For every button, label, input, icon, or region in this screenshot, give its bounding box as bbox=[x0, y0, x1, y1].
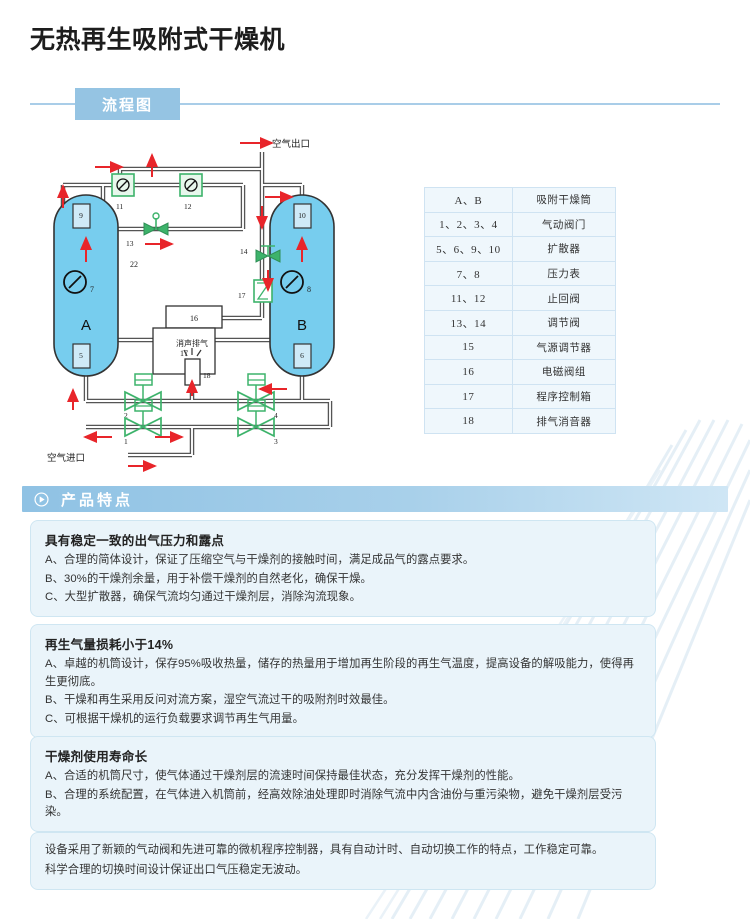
feature-line: A、合理的简体设计，保证了压缩空气与干燥剂的接触时间，满足成品气的露点要求。 bbox=[45, 554, 475, 566]
legend-name: 气源调节器 bbox=[511, 334, 617, 361]
legend-code: 5、6、9、10 bbox=[424, 236, 513, 262]
svg-text:2: 2 bbox=[124, 411, 128, 420]
legend-name: 吸附干燥筒 bbox=[511, 187, 617, 213]
label-air-outlet: 空气出口 bbox=[272, 138, 310, 150]
page-title: 无热再生吸附式干燥机 bbox=[30, 26, 286, 54]
exhaust-silencer-18: 18 bbox=[183, 348, 211, 396]
feature-line: C、可根据干燥机的运行负载要求调节再生气用量。 bbox=[45, 712, 304, 725]
feature-section-title: 产品特点 bbox=[61, 491, 134, 509]
legend-name: 气动阀门 bbox=[511, 211, 617, 238]
svg-text:A: A bbox=[81, 317, 91, 334]
feature-block: 具有稳定一致的出气压力和露点 A、合理的简体设计，保证了压缩空气与干燥剂的接触时… bbox=[30, 520, 656, 617]
legend-name: 扩散器 bbox=[511, 236, 617, 262]
flow-diagram: 9 5 7 A 10 6 8 B 11 bbox=[47, 137, 335, 472]
svg-text:10: 10 bbox=[298, 211, 306, 220]
feature-line: B、合理的系统配置，在气体进入机筒前，经高效除油处理即时消除气流中内含油份与重污… bbox=[45, 788, 623, 819]
svg-text:5: 5 bbox=[79, 351, 83, 360]
legend-name: 压力表 bbox=[511, 260, 617, 287]
feature-block: 再生气量损耗小于14% A、卓越的机筒设计，保存95%吸收热量，储存的热量用于增… bbox=[30, 624, 656, 738]
svg-text:1: 1 bbox=[124, 437, 128, 446]
svg-text:4: 4 bbox=[274, 411, 278, 420]
svg-text:B: B bbox=[297, 317, 307, 334]
legend-code: 16 bbox=[424, 359, 513, 385]
feature-section-heading: 产品特点 bbox=[22, 486, 728, 512]
label-silencer-exhaust: 消声排气 bbox=[176, 338, 208, 348]
svg-text:8: 8 bbox=[307, 285, 311, 294]
summary-block: 设备采用了新颖的气动阀和先进可靠的微机程序控制器，具有自动计时、自动切换工作的特… bbox=[30, 832, 656, 890]
legend-name: 调节阀 bbox=[511, 309, 617, 336]
svg-text:6: 6 bbox=[300, 351, 304, 360]
summary-line: 设备采用了新颖的气动阀和先进可靠的微机程序控制器，具有自动计时、自动切换工作的特… bbox=[45, 844, 604, 856]
heading-rule bbox=[30, 103, 720, 105]
svg-text:12: 12 bbox=[184, 202, 192, 211]
feature-line: A、卓越的机筒设计，保存95%吸收热量，储存的热量用于增加再生阶段的再生气温度，… bbox=[45, 658, 634, 688]
regulating-valve-14: 14 bbox=[240, 245, 281, 263]
adsorption-tank-a: 9 5 7 A bbox=[53, 194, 119, 377]
svg-text:14: 14 bbox=[240, 247, 248, 256]
check-valve-12: 12 bbox=[179, 173, 203, 211]
feature-block: 干燥剂使用寿命长 A、合适的机筒尺寸，使气体通过干燥剂层的流速时间保持最佳状态，… bbox=[30, 736, 656, 832]
svg-text:11: 11 bbox=[116, 202, 123, 211]
label-air-inlet: 空气进口 bbox=[47, 452, 85, 464]
pneumatic-valve-4: 4 bbox=[237, 373, 278, 420]
flow-section-tab-label: 流程图 bbox=[75, 88, 180, 120]
svg-text:3: 3 bbox=[274, 437, 278, 446]
play-circle-icon bbox=[34, 491, 49, 507]
legend-code: 15 bbox=[424, 334, 513, 361]
feature-block-title: 干燥剂使用寿命长 bbox=[45, 750, 148, 764]
legend-name: 电磁阀组 bbox=[511, 359, 617, 385]
feature-line: A、合适的机筒尺寸，使气体通过干燥剂层的流速时间保持最佳状态，充分发挥干燥剂的性… bbox=[45, 770, 520, 782]
legend-code: 11、12 bbox=[424, 285, 513, 311]
air-filter-17: 17 bbox=[238, 279, 273, 303]
feature-block-title: 再生气量损耗小于14% bbox=[45, 638, 174, 652]
pipe-label-22: 22 bbox=[130, 260, 138, 269]
legend-code: 17 bbox=[424, 383, 513, 410]
svg-text:16: 16 bbox=[190, 314, 198, 323]
svg-text:9: 9 bbox=[79, 211, 83, 220]
pneumatic-valve-1: 1 bbox=[124, 399, 162, 446]
solenoid-valve-group-16: 16 bbox=[165, 305, 223, 329]
feature-block-title: 具有稳定一致的出气压力和露点 bbox=[45, 534, 225, 548]
adsorption-tank-b: 10 6 8 B bbox=[269, 194, 335, 377]
svg-text:18: 18 bbox=[203, 371, 211, 380]
svg-text:17: 17 bbox=[180, 349, 188, 358]
regulating-valve-13: 13 bbox=[126, 212, 169, 248]
legend-code: 13、14 bbox=[424, 309, 513, 336]
feature-line: C、大型扩散器，确保气流均匀通过干燥剂层，消除沟流现象。 bbox=[45, 591, 361, 603]
svg-text:7: 7 bbox=[90, 285, 94, 294]
legend-code: 18 bbox=[424, 408, 513, 434]
legend-code: A、B bbox=[424, 187, 513, 213]
legend-name: 程序控制箱 bbox=[511, 383, 617, 410]
svg-text:17: 17 bbox=[238, 291, 246, 300]
check-valve-11: 11 bbox=[111, 173, 135, 211]
legend-name: 排气消音器 bbox=[511, 408, 617, 434]
svg-text:13: 13 bbox=[126, 239, 134, 248]
legend-code: 7、8 bbox=[424, 260, 513, 287]
summary-line: 科学合理的切换时间设计保证出口气压稳定无波动。 bbox=[45, 863, 308, 876]
pneumatic-valve-3: 3 bbox=[237, 399, 278, 446]
feature-line: B、30%的干燥剂余量，用于补偿干燥剂的自然老化，确保干燥。 bbox=[45, 572, 372, 585]
flow-section-heading: 流程图 bbox=[30, 88, 720, 120]
legend-name: 止回阀 bbox=[511, 285, 617, 311]
legend-code: 1、2、3、4 bbox=[424, 211, 513, 238]
feature-line: B、干燥和再生采用反问对流方案，湿空气流过干的吸附剂时效最佳。 bbox=[45, 694, 395, 706]
